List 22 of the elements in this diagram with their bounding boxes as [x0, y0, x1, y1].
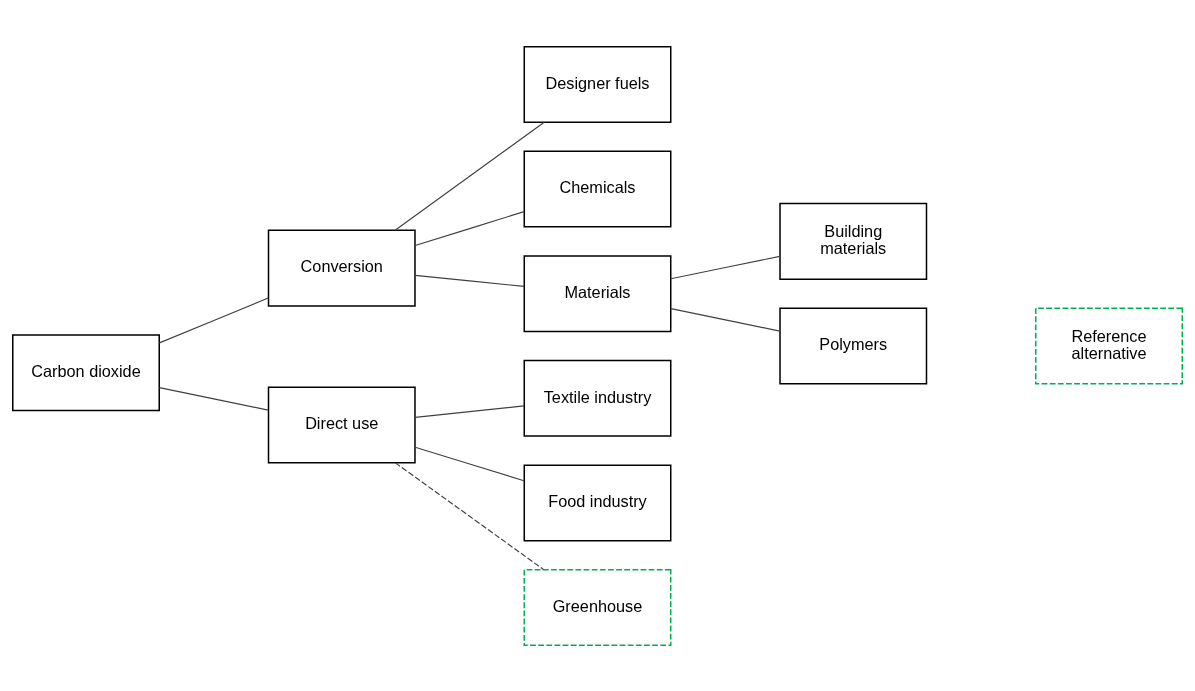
connector	[414, 404, 525, 418]
connector	[414, 210, 525, 246]
node-box: Conversion	[267, 229, 416, 307]
node-box: Food industry	[523, 463, 672, 541]
node-box: Materials	[523, 254, 672, 332]
node-box: Greenhouse	[523, 568, 672, 646]
connector	[158, 386, 269, 411]
node-box: Textile industry	[523, 359, 672, 437]
connector	[394, 121, 545, 231]
node-box: Chemicals	[523, 150, 672, 228]
connector	[414, 274, 525, 287]
connector	[670, 255, 781, 279]
connector	[414, 446, 525, 481]
node-box: Carbon dioxide	[12, 333, 160, 411]
node-box: Reference alternative	[1035, 306, 1183, 385]
node-box: Designer fuels	[523, 45, 672, 123]
node-box: Polymers	[779, 306, 928, 385]
connector	[394, 461, 545, 570]
node-box: Direct use	[267, 386, 416, 464]
connector	[670, 307, 781, 332]
connector	[158, 296, 269, 343]
node-box: Building materials	[779, 202, 928, 280]
